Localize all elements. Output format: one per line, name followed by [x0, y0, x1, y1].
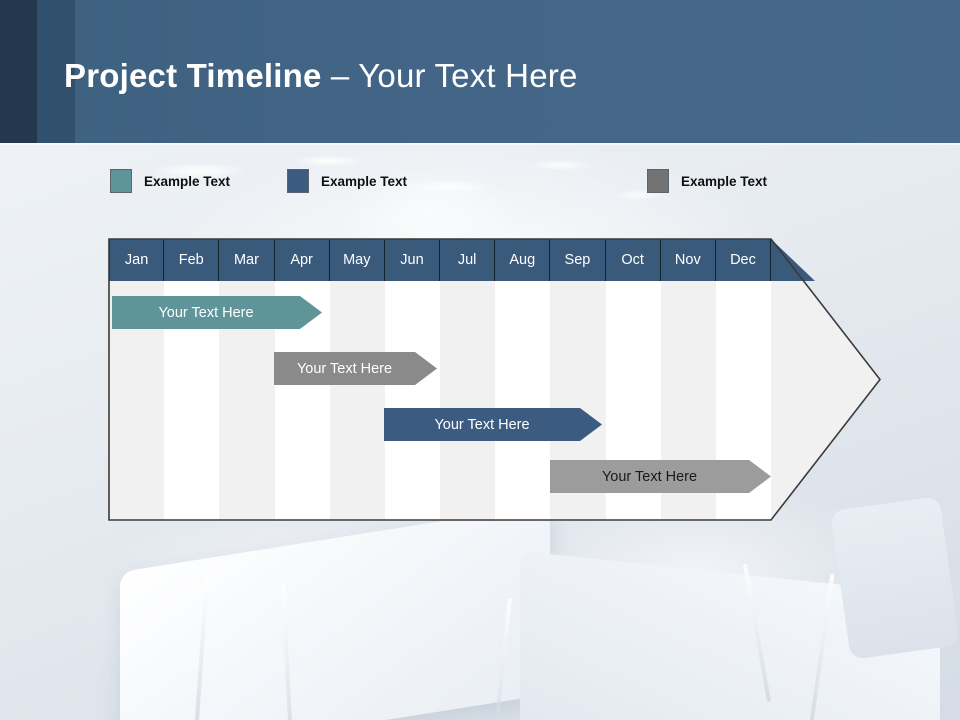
- month-header-jun[interactable]: Jun: [384, 239, 441, 281]
- month-header-mar[interactable]: Mar: [219, 239, 275, 281]
- month-column-jul: [440, 239, 496, 520]
- legend-item-3[interactable]: Example Text: [647, 168, 767, 194]
- month-column-feb: [164, 239, 220, 520]
- desk-leg: [492, 598, 512, 720]
- desk-leg: [194, 573, 210, 720]
- task-bar-2[interactable]: Your Text Here: [274, 352, 437, 385]
- legend-label: Example Text: [144, 173, 231, 189]
- task-bar-label: Your Text Here: [601, 468, 698, 485]
- gantt-chart: Jan Feb Mar Apr May Jun Jul Aug Sep Oct …: [108, 238, 881, 523]
- month-header-jul[interactable]: Jul: [440, 239, 496, 281]
- task-bar-1[interactable]: Your Text Here: [112, 296, 322, 329]
- task-bar-4[interactable]: Your Text Here: [550, 460, 771, 493]
- legend-label: Example Text: [321, 173, 408, 189]
- task-bar-label: Your Text Here: [434, 416, 530, 433]
- title-band-mid-stripe: [37, 0, 75, 143]
- title-band: [0, 0, 960, 143]
- month-header-may[interactable]: May: [329, 239, 385, 281]
- month-header-sep[interactable]: Sep: [550, 239, 606, 281]
- legend-item-1[interactable]: Example Text: [110, 168, 230, 194]
- task-bar-label: Your Text Here: [296, 360, 393, 377]
- page-title: Project Timeline – Your Text Here: [64, 57, 578, 95]
- legend: Example Text Example Text Example Text E…: [110, 168, 910, 194]
- month-column-aug: [495, 239, 551, 520]
- task-bar-3[interactable]: Your Text Here: [384, 408, 602, 441]
- legend-swatch-icon: [287, 169, 309, 193]
- desk-leg: [742, 563, 772, 703]
- page-title-light: – Your Text Here: [321, 57, 578, 94]
- desk-shape-front: [120, 503, 550, 720]
- month-header-oct[interactable]: Oct: [605, 239, 661, 281]
- month-header-dec[interactable]: Dec: [715, 239, 772, 281]
- legend-label: Example Text: [681, 173, 768, 189]
- legend-item-2[interactable]: Example Text: [287, 168, 407, 194]
- page-title-strong: Project Timeline: [64, 57, 322, 94]
- month-header-nov[interactable]: Nov: [660, 239, 716, 281]
- month-column-jan: [109, 239, 165, 520]
- month-header-aug[interactable]: Aug: [495, 239, 551, 281]
- month-header-apr[interactable]: Apr: [274, 239, 330, 281]
- title-band-underline: [0, 143, 960, 145]
- legend-swatch-icon: [110, 169, 132, 193]
- month-header-jan[interactable]: Jan: [109, 239, 165, 281]
- month-column-mar: [219, 239, 275, 520]
- desk-shape-right: [520, 550, 940, 720]
- desk-leg: [809, 573, 835, 720]
- month-header-row: Jan Feb Mar Apr May Jun Jul Aug Sep Oct …: [109, 239, 772, 281]
- desk-leg: [280, 583, 294, 720]
- month-header-feb[interactable]: Feb: [164, 239, 220, 281]
- legend-swatch-icon: [647, 169, 669, 193]
- task-bar-label: Your Text Here: [158, 304, 254, 321]
- title-band-dark-stripe: [0, 0, 37, 143]
- month-header-arrow-corner: [771, 239, 815, 281]
